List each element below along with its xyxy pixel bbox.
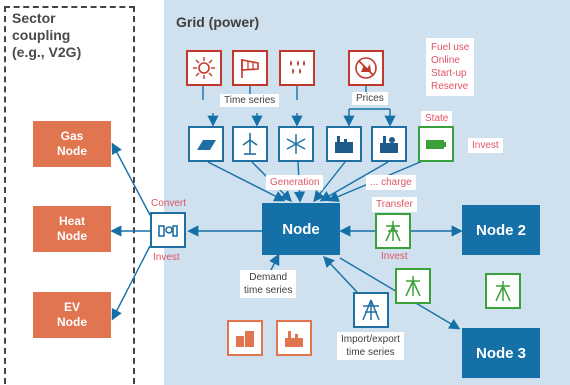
fuel-use-box: Fuel use Online Start-up Reserve bbox=[426, 38, 475, 96]
snowflake-hydro-icon bbox=[278, 126, 314, 162]
invest-storage-label: Invest bbox=[468, 138, 503, 153]
prices-label: Prices bbox=[352, 92, 388, 105]
invest-transfer-label: Invest bbox=[381, 251, 408, 262]
node-main[interactable]: Node bbox=[262, 203, 340, 255]
battery-icon bbox=[418, 126, 454, 162]
sun-icon bbox=[186, 50, 222, 86]
transmission-tower-icon-2 bbox=[395, 268, 431, 304]
convert-label: Convert bbox=[151, 198, 187, 209]
sector-coupling-title: Sector coupling (e.g., V2G) bbox=[12, 10, 82, 60]
invest-convert-label: Invest bbox=[153, 252, 180, 263]
transmission-tower-icon-3 bbox=[485, 273, 521, 309]
time-series-label: Time series bbox=[220, 94, 280, 107]
demand-factory-icon bbox=[276, 320, 312, 356]
node-2[interactable]: Node 2 bbox=[462, 205, 540, 255]
transmission-tower-icon bbox=[375, 213, 411, 249]
demand-time-series-label: Demand time series bbox=[240, 270, 297, 298]
transfer-label: Transfer bbox=[372, 197, 417, 212]
rain-icon bbox=[279, 50, 315, 86]
import-export-icon bbox=[353, 292, 389, 328]
windsock-icon bbox=[232, 50, 268, 86]
wind-turbine-icon bbox=[232, 126, 268, 162]
charge-label: ... charge bbox=[366, 175, 416, 190]
generation-label: Generation bbox=[266, 175, 324, 190]
import-export-label: Import/export time series bbox=[337, 332, 404, 360]
solar-panel-icon bbox=[188, 126, 224, 162]
factory-icon bbox=[326, 126, 362, 162]
no-fuel-icon bbox=[348, 50, 384, 86]
state-label: State bbox=[421, 111, 453, 126]
grid-title: Grid (power) bbox=[176, 14, 260, 30]
node-3[interactable]: Node 3 bbox=[462, 328, 540, 378]
demand-building-icon bbox=[227, 320, 263, 356]
factory-gas-icon bbox=[371, 126, 407, 162]
converter-icon bbox=[150, 212, 186, 248]
